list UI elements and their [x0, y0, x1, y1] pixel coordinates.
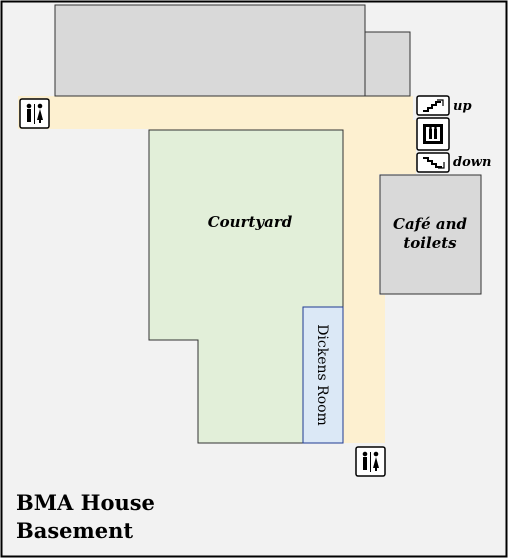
- north-building: [54, 4, 366, 97]
- map-title-line2: Basement: [16, 518, 133, 543]
- courtyard-label: Courtyard: [208, 213, 293, 231]
- map-title-line1: BMA House: [16, 490, 155, 515]
- courtyard-area: [148, 129, 344, 444]
- stairs-up-label: up: [453, 99, 472, 114]
- stairs-down-icon: [416, 152, 450, 173]
- toilets-icon: [19, 98, 50, 129]
- cafe-and-toilets: [379, 174, 482, 295]
- lift-icon: [416, 117, 450, 151]
- toilets-icon: [355, 446, 386, 477]
- dickens-room-label: Dickens Room: [314, 324, 330, 426]
- dickens-room: [302, 306, 344, 444]
- north-annex: [364, 31, 411, 97]
- stairs-down-label: down: [453, 155, 491, 170]
- cafe-label-line2: toilets: [403, 234, 457, 252]
- stairs-up-icon: [416, 95, 450, 116]
- cafe-label-line1: Café and: [393, 215, 468, 233]
- corridor: [55, 96, 416, 443]
